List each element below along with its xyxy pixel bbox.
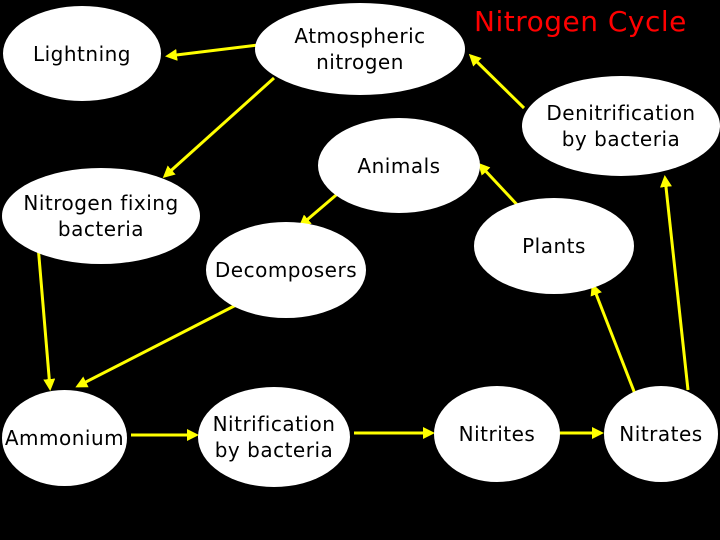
node-nitrates: Nitrates bbox=[604, 386, 718, 482]
arrow-nitrogen-fixing-to-ammonium bbox=[36, 244, 56, 391]
node-animals: Animals bbox=[318, 118, 480, 213]
node-label: Nitrogen fixing bacteria bbox=[23, 191, 179, 241]
diagram-title: Nitrogen Cycle bbox=[474, 5, 687, 38]
arrow-animals-to-decomposers bbox=[298, 188, 343, 227]
node-label: Plants bbox=[522, 234, 586, 258]
arrow-nitrates-to-denitrification bbox=[660, 175, 690, 391]
arrow-atmospheric-to-nitrogen-fixing bbox=[162, 76, 276, 179]
node-atmospheric-nitrogen: Atmospheric nitrogen bbox=[255, 3, 465, 95]
node-label: Ammonium bbox=[4, 426, 125, 450]
arrow-denitrification-to-atmospheric bbox=[468, 53, 526, 110]
arrow-decomposers-to-ammonium bbox=[75, 301, 241, 388]
arrow-nitrates-to-plants bbox=[590, 283, 637, 395]
node-label: Animals bbox=[357, 153, 441, 178]
node-label: Decomposers bbox=[214, 258, 358, 282]
node-label: Nitrites bbox=[458, 422, 536, 446]
node-lightning: Lightning bbox=[3, 6, 161, 101]
node-denitrification-by-bacteria: Denitrification by bacteria bbox=[522, 76, 720, 176]
node-plants: Plants bbox=[474, 198, 634, 294]
node-nitrogen-fixing-bacteria: Nitrogen fixing bacteria bbox=[2, 168, 200, 264]
node-label: Denitrification by bacteria bbox=[546, 101, 696, 151]
node-nitrification-by-bacteria: Nitrification by bacteria bbox=[198, 387, 350, 487]
node-label: Atmospheric nitrogen bbox=[294, 24, 426, 74]
node-ammonium: Ammonium bbox=[2, 390, 127, 486]
node-label: Nitrates bbox=[619, 422, 703, 446]
node-decomposers: Decomposers bbox=[206, 222, 366, 318]
arrow-atmospheric-to-lightning bbox=[165, 43, 259, 61]
arrow-plants-to-animals bbox=[477, 162, 524, 212]
node-label: Nitrification by bacteria bbox=[212, 412, 336, 462]
node-nitrites: Nitrites bbox=[434, 386, 560, 482]
node-label: Lightning bbox=[32, 41, 131, 66]
